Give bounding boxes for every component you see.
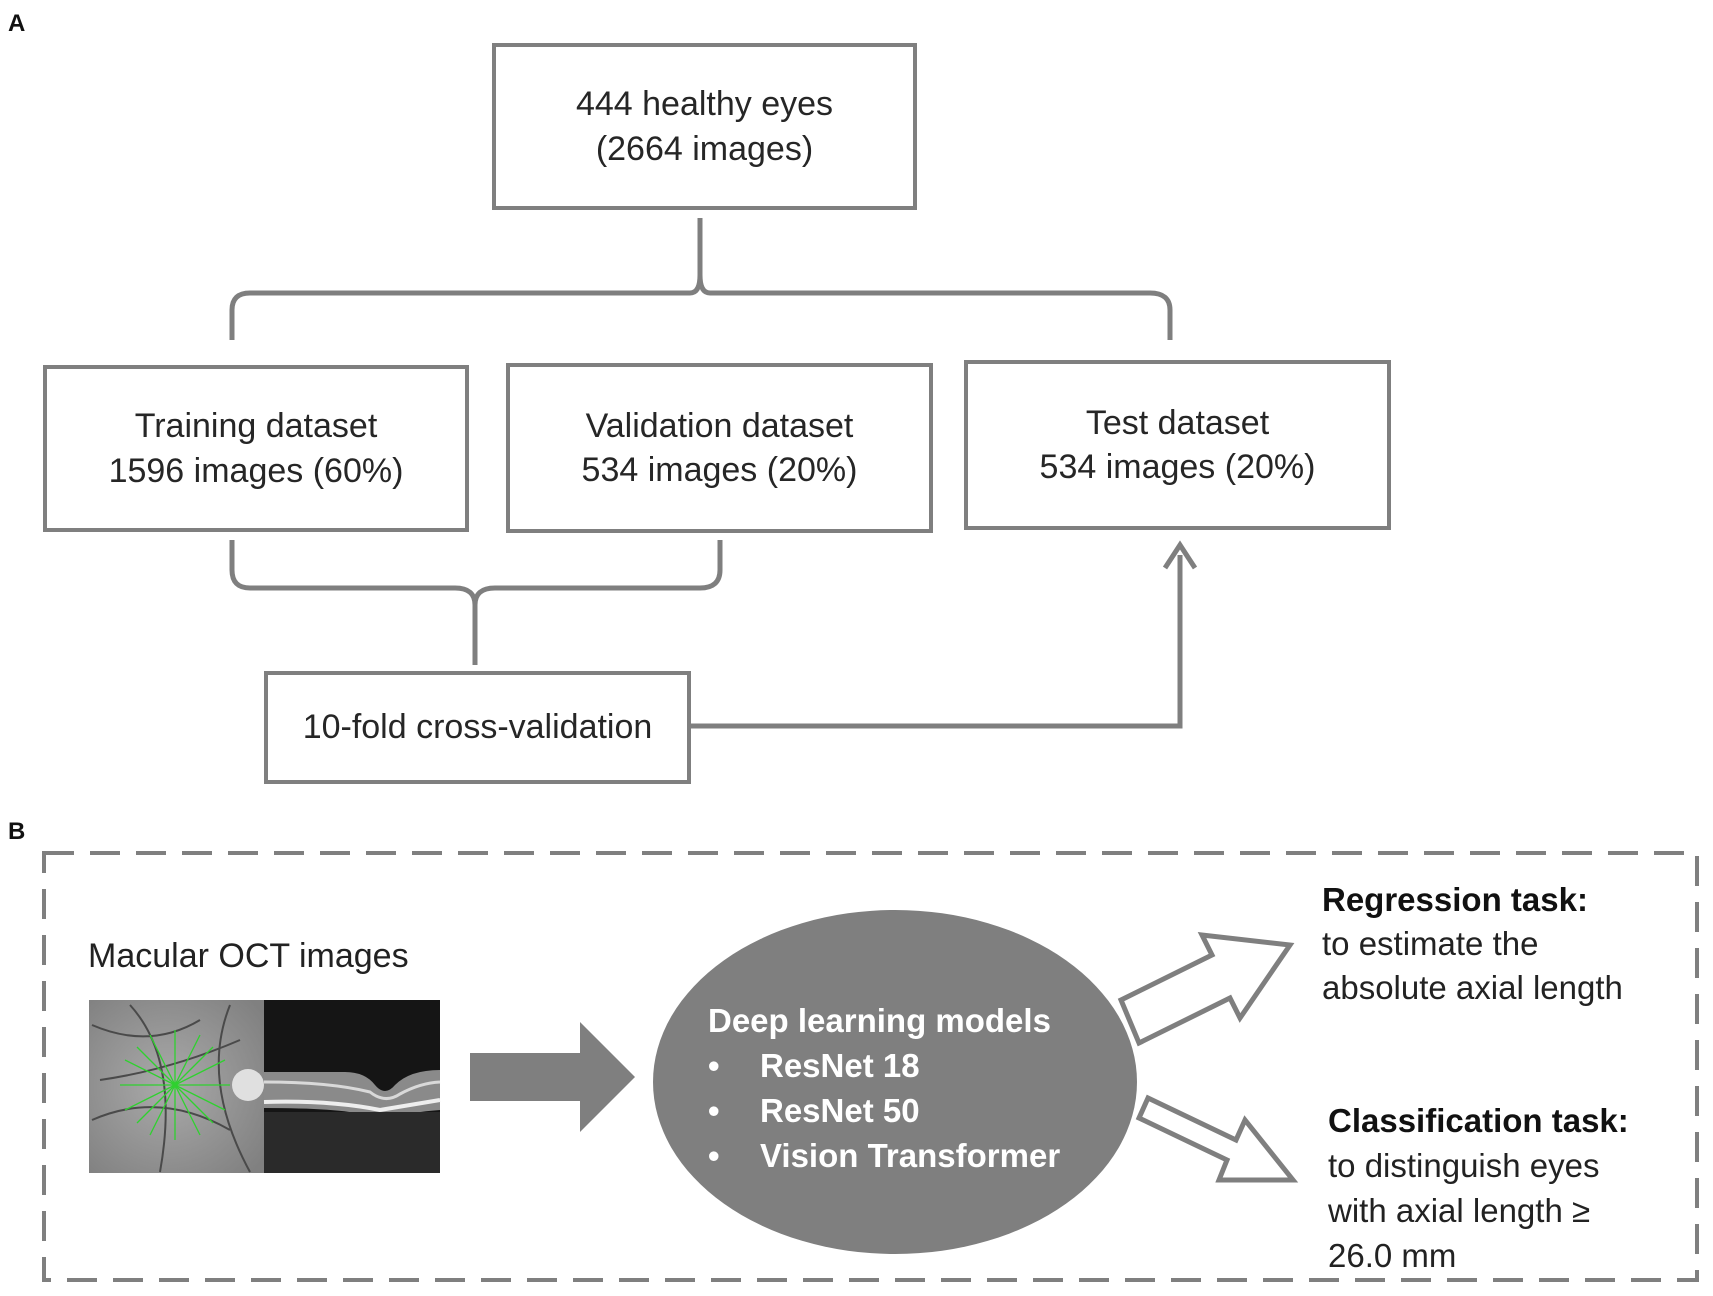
dataset-total-line2: (2664 images) — [595, 129, 814, 168]
dataset-total-box: 444 healthy eyes (2664 images) — [492, 43, 917, 210]
panel-a-label: A — [8, 10, 26, 37]
crossval-label: 10-fold cross-validation — [302, 708, 653, 747]
models-ellipse — [653, 910, 1137, 1254]
regression-task-line1: to estimate the — [1322, 925, 1539, 962]
classification-task-title: Classification task: — [1328, 1102, 1629, 1139]
classification-task-line1: to distinguish eyes — [1328, 1147, 1600, 1184]
test-dataset-line2: 534 images (20%) — [1039, 448, 1316, 486]
validation-dataset-line2: 534 images (20%) — [581, 451, 858, 489]
model-item-vit: •Vision Transformer — [708, 1137, 1061, 1174]
model-item-resnet50: •ResNet 50 — [708, 1092, 920, 1129]
training-dataset-line2: 1596 images (60%) — [108, 451, 404, 490]
models-title: Deep learning models — [708, 1002, 1051, 1039]
classification-task-text: Classification task: to distinguish eyes… — [1328, 1098, 1629, 1278]
panel-b-dashed-frame — [42, 851, 1699, 1282]
validation-dataset-line1: Validation dataset — [585, 406, 854, 445]
oct-images-title: Macular OCT images — [88, 937, 409, 975]
classification-task-line3: 26.0 mm — [1328, 1237, 1457, 1274]
training-dataset-line1: Training dataset — [134, 407, 378, 446]
test-dataset-line1: Test dataset — [1085, 403, 1270, 442]
panel-b-label: B — [8, 818, 26, 845]
top-split-brace — [229, 218, 1173, 340]
crossval-to-test-connector — [685, 555, 1183, 729]
oct-image — [89, 1000, 441, 1173]
regression-arrow-icon — [1117, 931, 1295, 1047]
classification-task-line2: with axial length ≥ — [1328, 1192, 1591, 1229]
models-text: Deep learning models •ResNet 18 •ResNet … — [708, 998, 1060, 1178]
regression-task-title: Regression task: — [1322, 881, 1588, 918]
arrowhead-up-icon — [1162, 540, 1198, 570]
merge-brace — [229, 540, 723, 665]
classification-arrow-icon — [1135, 1094, 1299, 1183]
model-item-resnet18: •ResNet 18 — [708, 1047, 920, 1084]
regression-task-line2: absolute axial length — [1322, 969, 1623, 1006]
dataset-total-line1: 444 healthy eyes — [575, 85, 834, 124]
regression-task-text: Regression task: to estimate the absolut… — [1322, 878, 1623, 1010]
test-dataset-box: Test dataset 534 images (20%) — [964, 360, 1391, 530]
input-arrow-icon — [470, 1022, 635, 1132]
training-dataset-box: Training dataset 1596 images (60%) — [43, 365, 469, 532]
crossval-box: 10-fold cross-validation — [264, 671, 691, 784]
validation-dataset-box: Validation dataset 534 images (20%) — [506, 363, 933, 533]
